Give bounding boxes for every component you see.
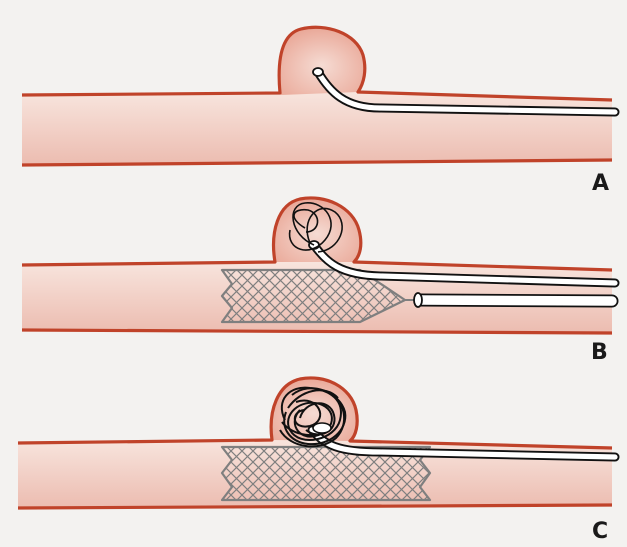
catheter-tip-a [313, 68, 323, 76]
panel-label-c: C [592, 521, 608, 543]
panel-c [18, 378, 615, 508]
panel-label-a: A [592, 173, 609, 195]
panel-a [22, 27, 615, 165]
panel-label-b: B [591, 342, 608, 364]
panel-b [22, 198, 615, 333]
